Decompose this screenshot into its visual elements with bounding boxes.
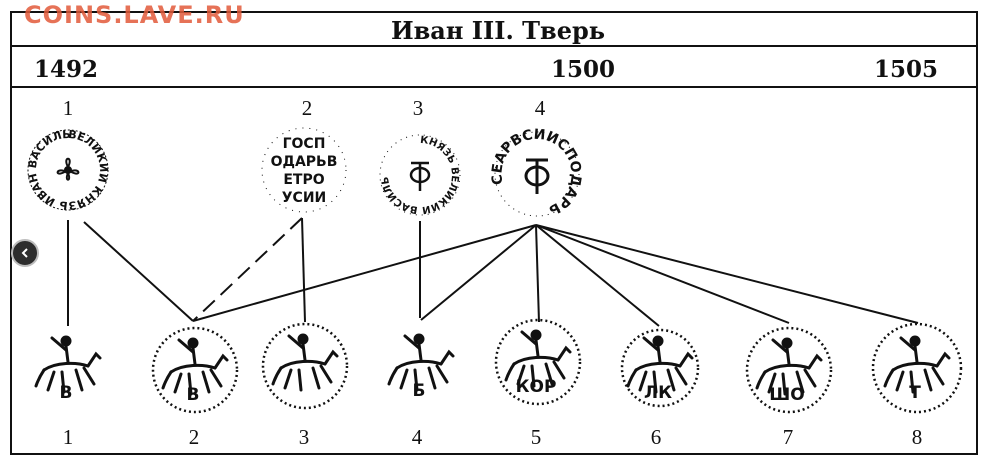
coin-2: В	[151, 326, 239, 414]
previous-button[interactable]	[11, 239, 39, 267]
stamp-label-1: 1	[62, 96, 74, 120]
connector-stamp4-coin8	[535, 224, 919, 324]
horse-rider-icon	[504, 329, 572, 388]
connector-stamp2-coin2	[192, 217, 303, 322]
stamp-2-line-3: ЕТРО	[283, 172, 324, 188]
coin-5-inscription: КОР	[516, 377, 557, 397]
coin-label-5: 5	[530, 425, 542, 449]
coin-label-3: 3	[298, 425, 310, 449]
coin-label-6: 6	[650, 425, 662, 449]
ornament-icon	[524, 158, 550, 194]
coin-7: ШО	[745, 326, 833, 414]
stamp-2-line-4: УСИИ	[282, 190, 327, 206]
connector-stamp4-coin7	[535, 224, 790, 324]
horse-rider-icon	[883, 335, 951, 394]
watermark: COINS.LAVE.RU	[24, 1, 245, 29]
coin-label-7: 7	[782, 425, 794, 449]
coin-4-inscription: Б	[413, 381, 426, 401]
stamp-4: СЕАРВСИИСПОДАРЬ	[489, 127, 584, 219]
horse-rider-icon	[271, 333, 339, 392]
connector-lines	[67, 217, 919, 327]
horse-rider-icon	[161, 337, 229, 396]
table-frame	[10, 11, 978, 455]
coin-1: В	[34, 335, 102, 403]
stamp-label-4: 4	[534, 96, 546, 120]
horse-rider-icon	[387, 333, 455, 392]
connector-stamp4-coin2	[192, 224, 537, 322]
coin-label-2: 2	[188, 425, 200, 449]
coin-4: Б	[387, 333, 455, 401]
coin-6-inscription: ЛК	[644, 383, 672, 403]
coins-row: В В Б КОР ЛК ШО Т	[34, 318, 963, 414]
coin-1-inscription: В	[60, 383, 73, 403]
stamp-1: ВЕЛИКИИ КНЯЗЬ ИВАН ВАСИЛЬЕВИЧ	[26, 128, 110, 212]
stamp-3: КНЯЗЬ ВЕЛИКИИ ВАСИЛЬ	[379, 134, 461, 216]
stamp-label-2: 2	[301, 96, 313, 120]
ornament-icon	[409, 161, 431, 191]
connector-stamp4-coin4	[420, 224, 537, 321]
year-1505: 1505	[874, 56, 939, 83]
coin-7-inscription: ШО	[769, 385, 804, 405]
coin-8-inscription: Т	[909, 383, 921, 403]
coin-5: КОР	[494, 318, 582, 406]
rosette-icon	[56, 157, 80, 181]
connector-stamp1-coin2	[83, 221, 194, 322]
coin-label-1: 1	[62, 425, 74, 449]
table-title: Иван III. Тверь	[390, 16, 606, 45]
coin-8: Т	[871, 322, 963, 414]
connector-stamp4-coin6	[535, 224, 660, 327]
stamp-2-line-2: ОДАРЬВ	[271, 154, 338, 170]
coin-3	[261, 322, 349, 410]
stamp-2-line-1: ГОСП	[283, 136, 326, 152]
coin-6: ЛК	[620, 328, 700, 408]
stamp-2: ГОСП ОДАРЬВ ЕТРО УСИИ	[261, 127, 347, 213]
coin-label-4: 4	[411, 425, 423, 449]
chevron-left-icon	[21, 248, 28, 258]
horse-rider-icon	[755, 337, 823, 396]
year-1492: 1492	[34, 56, 99, 83]
horse-rider-icon	[34, 335, 102, 394]
stamp-label-3: 3	[412, 96, 424, 120]
coin-label-8: 8	[911, 425, 923, 449]
connector-stamp4-coin5	[535, 224, 540, 323]
horse-rider-icon	[626, 335, 694, 394]
connector-stamp2-coin3	[301, 217, 306, 323]
coin-2-inscription: В	[187, 385, 200, 405]
year-1500: 1500	[551, 56, 616, 83]
